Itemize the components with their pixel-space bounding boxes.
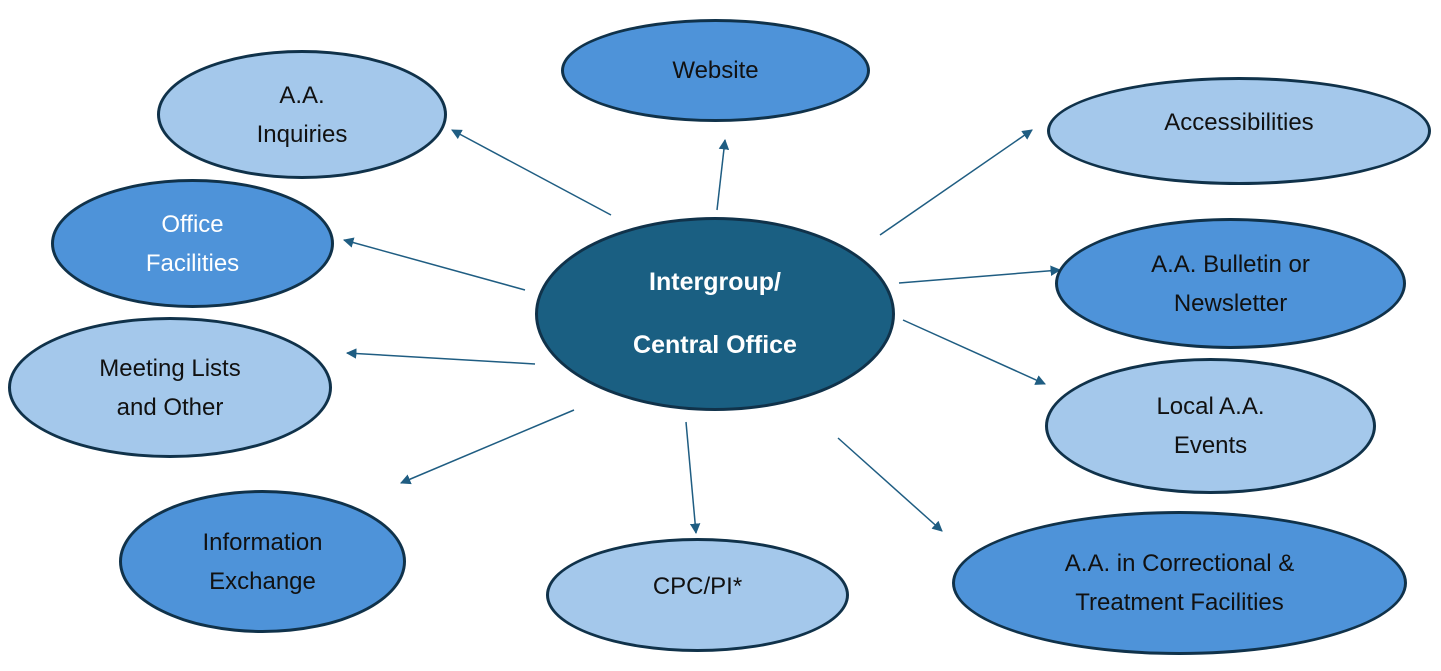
office-facilities-line-1: Office — [161, 210, 224, 238]
local-events-line-2: Events — [1173, 432, 1248, 459]
bulletin-line-2: Newsletter — [1173, 289, 1288, 317]
arrow-to-bulletin — [898, 265, 1062, 284]
arrow-to-local-events — [902, 319, 1046, 385]
information-exchange-line-1: Information — [202, 528, 323, 556]
correctional-line-1: A.A. in Correctional & — [1064, 550, 1295, 577]
accessibilities-node: Accessibilities — [1047, 77, 1431, 185]
local-events-node: Local A.A. Events — [1045, 358, 1376, 494]
arrow-to-accessibilities — [879, 129, 1033, 236]
aa-inquiries-node: A.A. Inquiries — [157, 50, 447, 179]
arrow-to-meeting-lists — [345, 348, 536, 365]
central-office-line-1: Intergroup/ — [649, 268, 781, 296]
arrow-to-website — [716, 138, 730, 211]
arrow-to-information-exchange — [400, 409, 575, 485]
website-node: Website — [561, 19, 870, 122]
information-exchange-line-2: Exchange — [209, 567, 316, 595]
arrow-to-aa-inquiries — [451, 129, 612, 216]
accessibilities-label: Accessibilities — [1164, 108, 1314, 136]
correctional-line-2: Treatment Facilities — [1075, 589, 1284, 616]
central-office-node: Intergroup/ Central Office — [535, 217, 895, 411]
meeting-lists-node: Meeting Lists and Other — [8, 317, 332, 458]
central-office-line-2: Central Office — [633, 331, 797, 359]
office-facilities-line-2: Facilities — [145, 249, 240, 277]
arrow-to-cpc-pi — [685, 421, 701, 535]
cpc-pi-label: CPC/PI* — [652, 572, 743, 600]
bulletin-line-1: A.A. Bulletin or — [1151, 250, 1310, 278]
meeting-lists-line-1: Meeting Lists — [99, 354, 241, 382]
local-events-line-1: Local A.A. — [1156, 393, 1265, 420]
office-facilities-node: Office Facilities — [51, 179, 334, 308]
website-label: Website — [672, 57, 759, 84]
correctional-node: A.A. in Correctional & Treatment Facilit… — [952, 511, 1407, 655]
information-exchange-node: Information Exchange — [119, 490, 406, 633]
aa-inquiries-line-1: A.A. — [279, 81, 325, 109]
bulletin-node: A.A. Bulletin or Newsletter — [1055, 218, 1406, 349]
cpc-pi-node: CPC/PI* — [546, 538, 849, 652]
meeting-lists-line-2: and Other — [116, 393, 224, 421]
arrow-to-office-facilities — [342, 237, 526, 291]
aa-inquiries-line-2: Inquiries — [256, 120, 348, 148]
arrow-to-correctional — [837, 437, 943, 532]
